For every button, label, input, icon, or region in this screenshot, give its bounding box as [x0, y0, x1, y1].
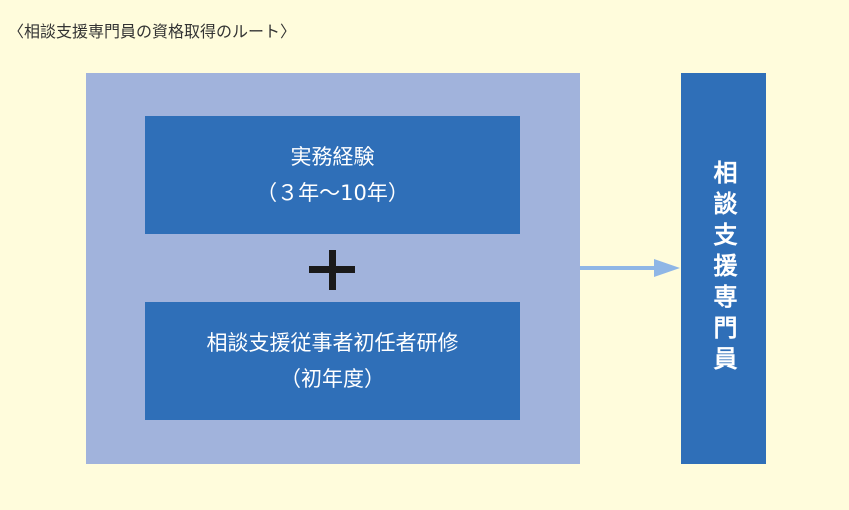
training-label: 相談支援従事者初任者研修 — [206, 331, 459, 355]
result-box: 相談支援専門員 — [681, 73, 766, 464]
plus-vertical-bar — [328, 250, 336, 290]
arrow-head — [654, 259, 680, 277]
training-box: 相談支援従事者初任者研修 （初年度） — [145, 302, 520, 420]
result-label: 相談支援専門員 — [709, 160, 737, 377]
arrow-right-icon — [580, 259, 680, 277]
experience-box: 実務経験 （３年〜10年） — [145, 116, 520, 234]
plus-icon — [309, 250, 355, 290]
diagram-title: 〈相談支援専門員の資格取得のルート〉 — [8, 22, 297, 41]
training-timing: （初年度） — [280, 367, 385, 391]
experience-label: 実務経験 — [290, 145, 375, 169]
experience-years: （３年〜10年） — [256, 181, 409, 205]
